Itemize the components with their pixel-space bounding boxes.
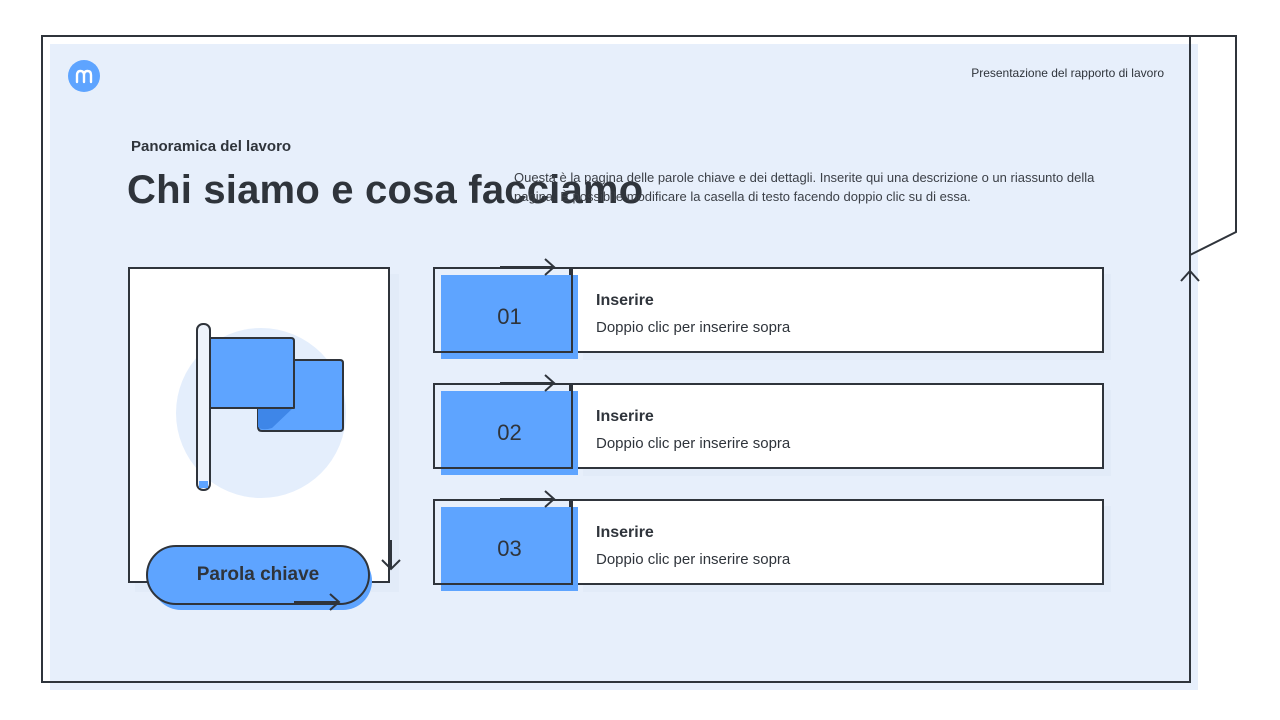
item-title[interactable]: Inserire — [596, 292, 654, 309]
item-title[interactable]: Inserire — [596, 524, 654, 541]
item-arrow-icon — [500, 374, 556, 392]
page-title: Chi siamo e cosa facciamo — [127, 168, 644, 212]
item-subtitle[interactable]: Doppio clic per inserire sopra — [596, 551, 791, 568]
item-number-outline — [433, 383, 573, 469]
item-number: 01 — [497, 304, 522, 329]
item-card[interactable] — [569, 267, 1104, 353]
item-card[interactable] — [569, 383, 1104, 469]
item-card[interactable] — [569, 499, 1104, 585]
item-subtitle[interactable]: Doppio clic per inserire sopra — [596, 319, 791, 336]
item-arrow-icon — [500, 258, 556, 276]
logo-icon — [68, 60, 100, 92]
flag-icon — [196, 323, 344, 491]
item-arrow-icon — [500, 490, 556, 508]
item-title[interactable]: Inserire — [596, 408, 654, 425]
section-eyebrow: Panoramica del lavoro — [131, 138, 292, 155]
page-description[interactable]: Questa è la pagina delle parole chiave e… — [514, 170, 1095, 204]
presentation-label: Presentazione del rapporto di lavoro — [971, 66, 1164, 80]
item-number-outline — [433, 267, 573, 353]
item-number: 03 — [497, 536, 522, 561]
item-number-outline — [433, 499, 573, 585]
item-number-box: 03 — [441, 507, 578, 591]
card-arrow-icon — [381, 540, 401, 571]
keyword-arrow-icon — [294, 593, 341, 611]
item-number: 02 — [497, 420, 522, 445]
item-number-box: 01 — [441, 275, 578, 359]
item-subtitle[interactable]: Doppio clic per inserire sopra — [596, 435, 791, 452]
keyword-label: Parola chiave — [196, 564, 320, 585]
keyword-button[interactable]: Parola chiave — [146, 545, 370, 605]
item-number-box: 02 — [441, 391, 578, 475]
